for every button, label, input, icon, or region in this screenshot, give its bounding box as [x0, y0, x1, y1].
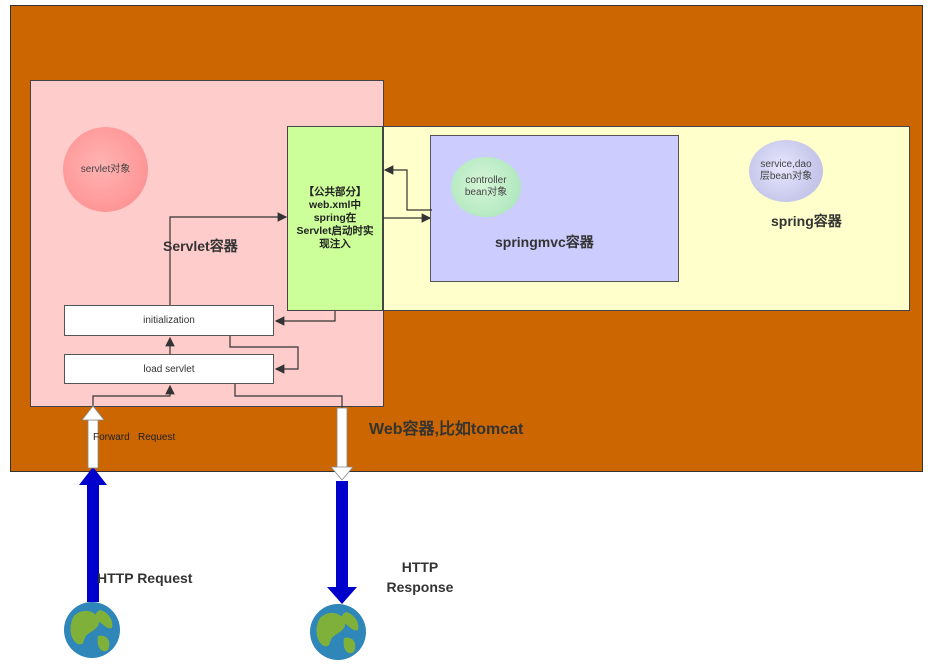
servlet-object-circle: servlet对象: [63, 127, 148, 212]
http-request-label: HTTP Request: [97, 570, 193, 586]
common-to-init-arrow: [274, 311, 336, 326]
springmvc-container-title: springmvc容器: [495, 234, 594, 250]
request-to-load-arrow: [92, 384, 175, 407]
initialization-label: initialization: [143, 315, 195, 326]
servlet-container-title: Servlet容器: [163, 238, 238, 254]
common-line-4: Servlet启动时实: [296, 225, 374, 237]
init-loop-arrow: [229, 336, 299, 374]
http-response-label: HTTP Response: [380, 557, 460, 597]
globe-icon: [64, 602, 120, 658]
common-line-3: spring在: [313, 212, 357, 224]
web-container-title: Web容器,比如tomcat: [369, 421, 524, 438]
load-servlet-label: load servlet: [143, 363, 195, 375]
common-line-1: 【公共部分】: [303, 186, 367, 198]
spring-container-title: spring容器: [771, 213, 842, 229]
controller-bean-label: controller bean对象: [464, 175, 508, 198]
initialization-box: initialization: [64, 305, 274, 336]
http-response-arrow: [327, 407, 357, 604]
globe-icon: [310, 604, 366, 660]
service-dao-bean-circle: service,dao 层bean对象: [749, 140, 823, 202]
controller-bean-circle: controller bean对象: [451, 157, 521, 217]
common-line-2: web.xml中: [309, 199, 361, 211]
load-servlet-box: load servlet: [64, 354, 274, 384]
http-request-arrow: [79, 405, 107, 602]
common-part-box: 【公共部分】 web.xml中 spring在 Servlet启动时实 现注入: [287, 126, 383, 311]
forward-request-label: Forward Request: [93, 432, 176, 443]
servlet-object-label: servlet对象: [80, 163, 131, 175]
init-to-common-arrow: [169, 212, 288, 305]
mvc-to-common-arrow: [383, 165, 432, 211]
http-response-text: HTTP Response: [386, 559, 454, 595]
service-dao-bean-label: service,dao 层bean对象: [759, 159, 813, 182]
common-line-5: 现注入: [319, 238, 351, 250]
load-to-response-line: [234, 384, 343, 408]
